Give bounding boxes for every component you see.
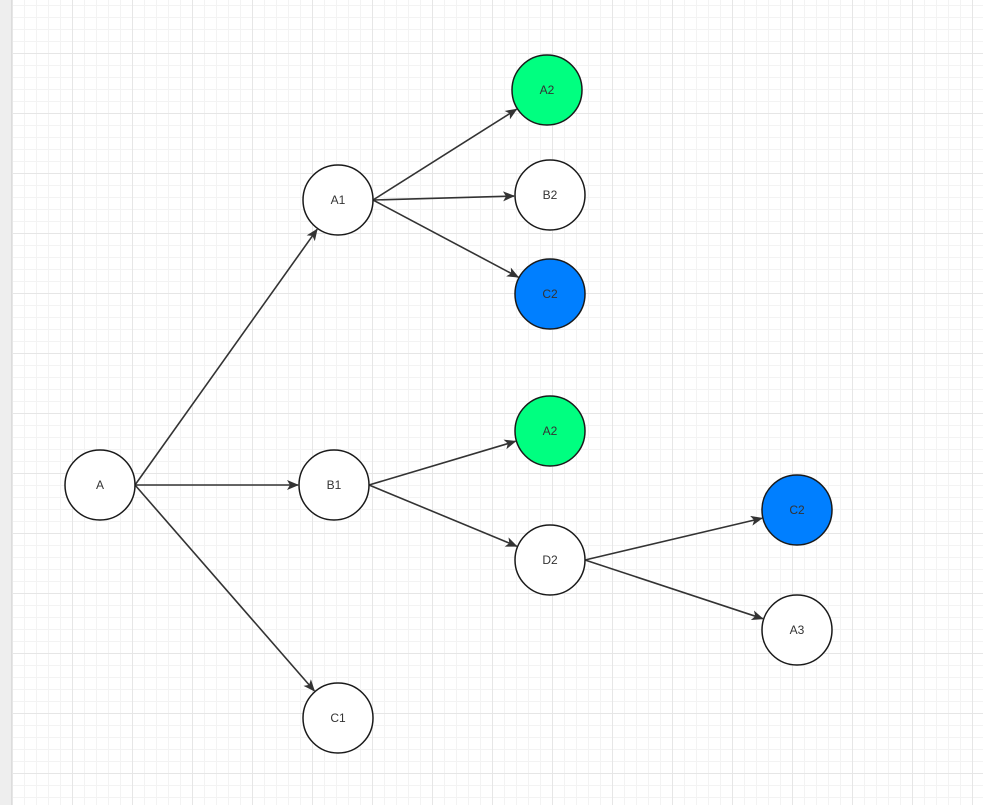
node-circle-d2[interactable] (514, 524, 586, 596)
edge-b1-to-d2[interactable] (368, 484, 518, 547)
node-a1[interactable]: A1 (302, 164, 374, 236)
node-label-a: A (96, 478, 104, 492)
node-circle-c2-top[interactable] (514, 258, 586, 330)
node-a2-mid[interactable]: A2 (514, 395, 586, 467)
node-circle-a3[interactable] (761, 594, 833, 666)
node-label-a3: A3 (790, 623, 805, 637)
node-circle-b1[interactable] (298, 449, 370, 521)
node-label-d2: D2 (542, 553, 558, 567)
node-circle-c1[interactable] (302, 682, 374, 754)
node-circle-a2-mid[interactable] (514, 395, 586, 467)
node-label-a1: A1 (331, 193, 346, 207)
node-label-c2-top: C2 (542, 287, 558, 301)
node-label-c1: C1 (330, 711, 346, 725)
node-circle-c2-right[interactable] (761, 474, 833, 546)
node-label-b1: B1 (327, 478, 342, 492)
node-a3[interactable]: A3 (761, 594, 833, 666)
node-circle-a[interactable] (64, 449, 136, 521)
node-d2[interactable]: D2 (514, 524, 586, 596)
node-a[interactable]: A (64, 449, 136, 521)
edge-a-to-a1[interactable] (134, 228, 318, 486)
node-circle-a1[interactable] (302, 164, 374, 236)
node-a2-top[interactable]: A2 (511, 54, 583, 126)
node-label-a2-top: A2 (540, 83, 555, 97)
node-circle-a2-top[interactable] (511, 54, 583, 126)
edge-a1-to-c2-top[interactable] (372, 199, 520, 278)
edge-a1-to-a2-top[interactable] (372, 108, 518, 201)
edge-d2-to-c2-right[interactable] (584, 515, 763, 561)
node-b1[interactable]: B1 (298, 449, 370, 521)
node-label-b2: B2 (543, 188, 558, 202)
node-b2[interactable]: B2 (514, 159, 586, 231)
edge-b1-to-a2-mid[interactable] (368, 439, 517, 486)
node-c2-right[interactable]: C2 (761, 474, 833, 546)
node-c2-top[interactable]: C2 (514, 258, 586, 330)
node-label-a2-mid: A2 (543, 424, 558, 438)
node-label-c2-right: C2 (789, 503, 805, 517)
node-circle-b2[interactable] (514, 159, 586, 231)
edge-a1-to-b2[interactable] (372, 191, 516, 202)
edge-a-to-c1[interactable] (134, 484, 316, 692)
edge-d2-to-a3[interactable] (584, 559, 764, 621)
edges-layer (134, 108, 764, 692)
left-gutter (0, 0, 12, 805)
node-c1[interactable]: C1 (302, 682, 374, 754)
